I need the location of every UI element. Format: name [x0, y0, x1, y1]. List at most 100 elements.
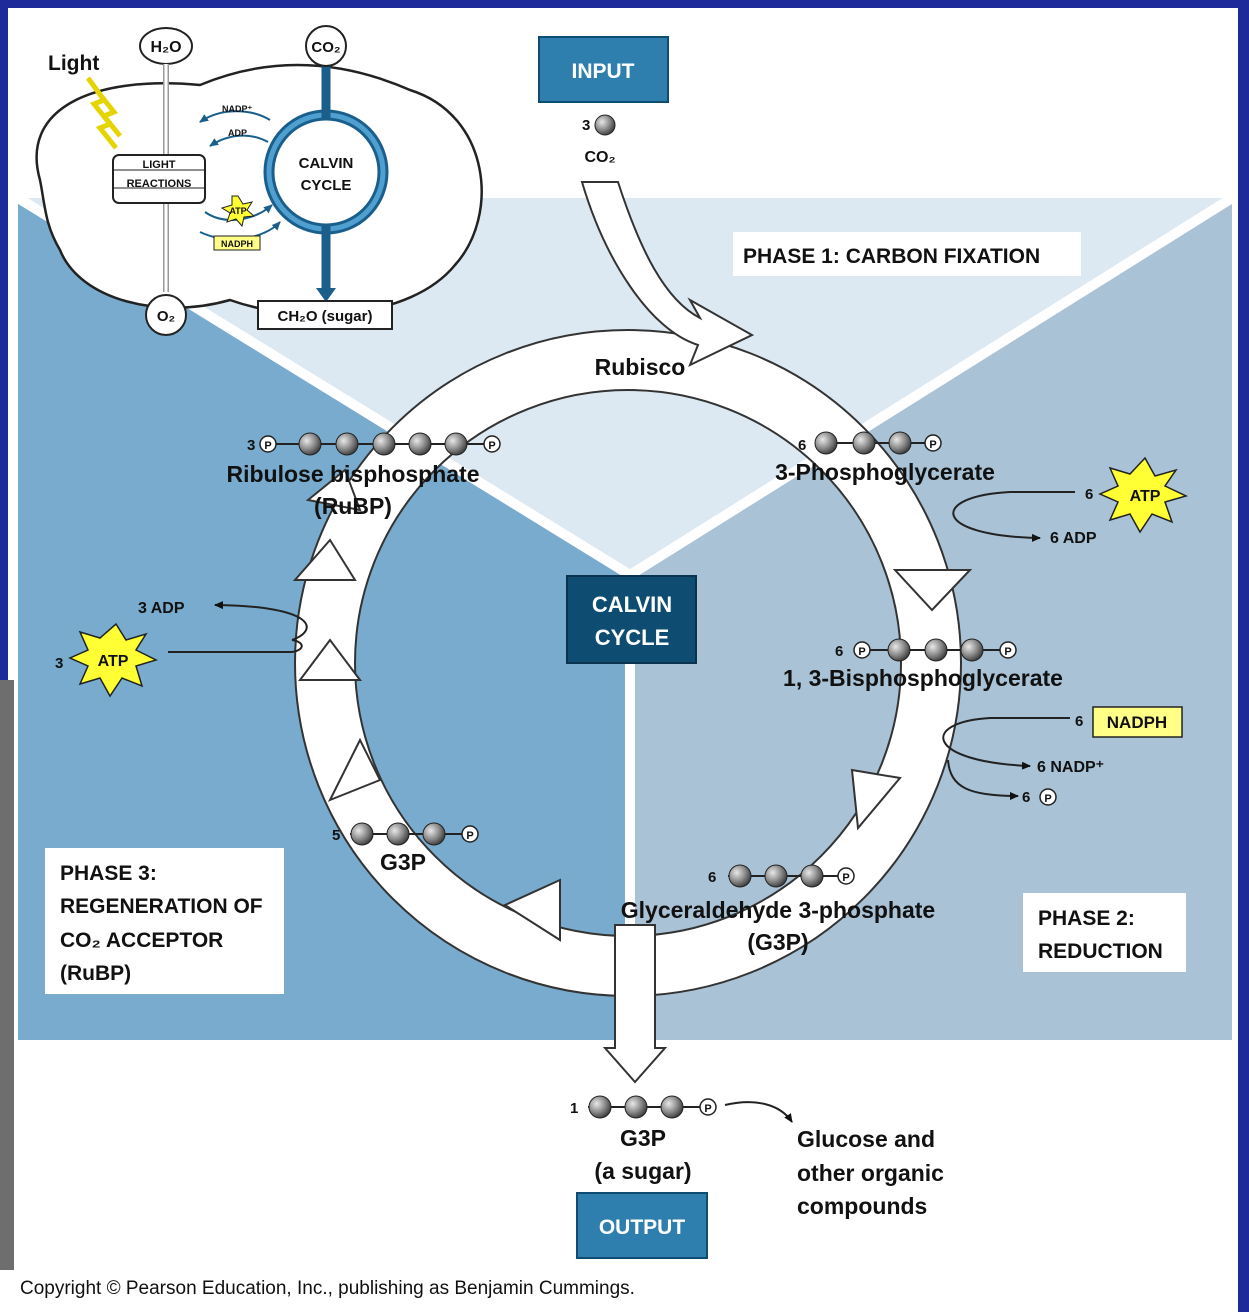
inset-atp-label: ATP: [229, 206, 246, 216]
svg-text:P: P: [842, 872, 849, 884]
bpg-molecule: 6 P P: [835, 638, 1017, 662]
pga-count: 6: [798, 437, 806, 454]
phase2-line2: REDUCTION: [1038, 940, 1163, 963]
phase3-line2: REGENERATION OF: [60, 895, 263, 918]
calvin-center-line2: CYCLE: [595, 625, 670, 650]
phase3-label-box: [45, 848, 284, 994]
inset-nadph-label: NADPH: [221, 239, 253, 249]
output-molecule: 1 P: [570, 1095, 717, 1119]
output-arrow: [602, 924, 668, 1084]
regen-adp-arrow: [214, 601, 308, 641]
products-line1: Glucose and: [797, 1126, 935, 1152]
pga-molecule: 6 P: [798, 431, 942, 455]
g3p-abbr: (G3P): [747, 929, 808, 955]
output-g3p-sub: (a sugar): [594, 1158, 691, 1184]
inset-atp-burst: [220, 195, 256, 228]
bpg-pi-count: 6: [1022, 789, 1030, 806]
phase3-line1: PHASE 3:: [60, 862, 157, 885]
h2o-label: H₂O: [150, 39, 181, 56]
output-label: OUTPUT: [599, 1216, 686, 1239]
bpg-nadph-box: [1092, 706, 1183, 738]
co2-badge: [305, 25, 347, 67]
phase3-line3: CO₂ ACCEPTOR: [60, 929, 223, 952]
g3p-count: 6: [708, 869, 716, 886]
light-reactions-box: [112, 154, 206, 204]
inset-adp-label: ADP: [228, 128, 247, 138]
regen-atp-label: ATP: [98, 653, 129, 670]
bpg-nadph-count: 6: [1075, 713, 1083, 730]
adp-arrow: [209, 134, 269, 147]
bpg-nadp-label: 6 NADP⁺: [1037, 759, 1104, 776]
ring-arrow-left-top: [305, 468, 362, 512]
ring-arrow-bottom-left: [502, 878, 561, 942]
input-box: [538, 36, 669, 103]
calvin-center-line1: CALVIN: [592, 592, 672, 617]
svg-text:P: P: [1044, 793, 1051, 805]
nadp-arrow: [199, 110, 271, 123]
output-box: [576, 1192, 708, 1259]
phosphate-icon: [1039, 788, 1057, 806]
svg-text:P: P: [858, 646, 865, 658]
o2-badge: [145, 294, 187, 336]
light-label: Light: [48, 52, 99, 75]
copyright-notice: Copyright © Pearson Education, Inc., pub…: [20, 1278, 635, 1299]
svg-text:P: P: [264, 440, 271, 452]
regen-adp-label: 3 ADP: [138, 600, 185, 617]
ring-arrow-left-upper: [292, 538, 357, 581]
regen-atp-count: 3: [55, 655, 63, 672]
output-count: 1: [570, 1100, 578, 1117]
light-reactions-label-1: LIGHT: [143, 159, 176, 171]
slide-border-left: [0, 0, 8, 680]
bpg-nadph-label: NADPH: [1107, 713, 1167, 732]
ring-arrow-left-lower: [327, 737, 382, 802]
g3p-regen-name: G3P: [380, 849, 426, 875]
sugar-arrowhead: [316, 288, 336, 302]
adp-out-arrow: [952, 491, 1041, 542]
bpg-name: 1, 3-Bisphosphoglycerate: [783, 665, 1063, 691]
pga-name: 3-Phosphoglycerate: [775, 459, 995, 485]
rubp-abbr: (RuBP): [314, 493, 392, 519]
products-line3: compounds: [797, 1193, 927, 1219]
output-products-arrow: [724, 1101, 793, 1123]
pga-atp-label: ATP: [1130, 488, 1161, 505]
light-reactions-label-2: REACTIONS: [127, 178, 192, 190]
co2-molecule-icon: [594, 114, 616, 136]
slide-border-right: [1238, 0, 1249, 1312]
chloroplast-outline: [35, 63, 483, 316]
co2-input-arrow: [580, 181, 755, 368]
inset-nadp-label: NADP⁺: [222, 104, 253, 114]
calvin-center-box: [566, 575, 697, 664]
svg-text:P: P: [466, 830, 473, 842]
chloroplast-inset: Light H₂O O₂ LIGHT REACTIONS CALVIN CYCL…: [35, 25, 483, 336]
slide-border-top: [0, 0, 1249, 8]
inset-co2-label: CO₂: [311, 39, 340, 56]
pga-atp-count: 6: [1085, 486, 1093, 503]
cycle-ring: [292, 181, 973, 1084]
sugar-box: [257, 300, 393, 330]
inset-nadph-box: [213, 235, 261, 251]
ring-arrow-left-mid: [298, 638, 362, 681]
pga-atp-burst: [1098, 456, 1189, 534]
inset-calvin-label-1: CALVIN: [299, 155, 354, 172]
o2-label: O₂: [157, 308, 175, 325]
phase1-label-box: [733, 232, 1081, 276]
rubp-name: Ribulose bisphosphate: [226, 461, 479, 487]
g3p-regen-molecule: 5 P: [332, 822, 479, 846]
ring-arrow-right-lower: [850, 768, 902, 831]
svg-text:P: P: [929, 439, 936, 451]
pga-adp-label: 6 ADP: [1050, 530, 1097, 547]
svg-text:P: P: [488, 440, 495, 452]
nadp-out-arrow: [942, 717, 1031, 770]
phase1-label: PHASE 1: CARBON FIXATION: [743, 245, 1040, 268]
pi-out-arrow: [947, 759, 1019, 800]
bpg-count: 6: [835, 643, 843, 660]
svg-text:P: P: [1004, 646, 1011, 658]
svg-text:P: P: [704, 1103, 711, 1115]
ring-arrow-right-upper: [892, 569, 973, 612]
rubisco-label: Rubisco: [595, 354, 686, 380]
sugar-label: CH₂O (sugar): [277, 308, 372, 325]
phase-divider-right: [627, 193, 1235, 580]
light-lightning-icon-2: [96, 90, 122, 138]
input-co2-label: CO₂: [584, 149, 615, 166]
